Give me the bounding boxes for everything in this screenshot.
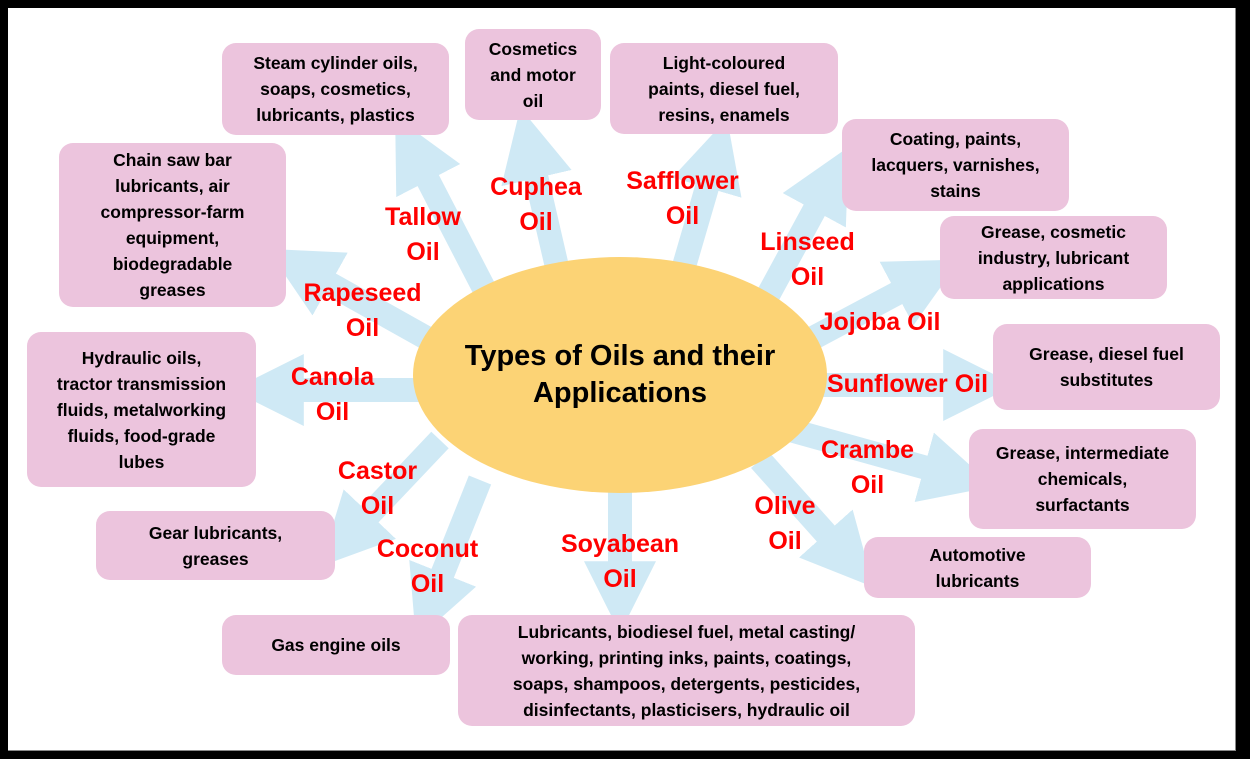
application-box-olive: Automotive lubricants	[864, 537, 1091, 598]
arrow-crambe	[786, 418, 994, 502]
application-box-soyabean: Lubricants, biodiesel fuel, metal castin…	[458, 615, 915, 726]
oil-label-sunflower: Sunflower Oil	[826, 370, 989, 398]
arrow-safflower	[668, 118, 742, 284]
oil-label-rapeseed: Rapeseed Oil	[303, 279, 422, 342]
application-box-rapeseed: Chain saw bar lubricants, air compressor…	[59, 143, 286, 307]
application-box-castor: Gear lubricants, greases	[96, 511, 335, 580]
oil-label-cuphea: Cuphea Oil	[490, 173, 582, 236]
arrow-coconut	[409, 475, 492, 641]
oil-label-olive: Olive Oil	[754, 492, 816, 555]
application-box-canola: Hydraulic oils, tractor transmission flu…	[27, 332, 256, 487]
application-box-safflower: Light-coloured paints, diesel fuel, resi…	[610, 43, 838, 134]
arrow-olive	[751, 451, 874, 588]
arrow-tallow	[395, 116, 501, 306]
oil-label-crambe: Crambe Oil	[820, 436, 915, 499]
oil-label-safflower: Safflower Oil	[626, 167, 739, 230]
application-box-jojoba: Grease, cosmetic industry, lubricant app…	[940, 216, 1167, 299]
oil-label-soyabean: Soyabean Oil	[560, 530, 680, 593]
oil-label-coconut: Coconut Oil	[376, 535, 479, 598]
arrow-cuphea	[501, 107, 572, 283]
oil-label-tallow: Tallow Oil	[385, 203, 461, 266]
application-box-linseed: Coating, paints, lacquers, varnishes, st…	[842, 119, 1069, 211]
arrow-rapeseed	[267, 248, 436, 351]
central-topic: Types of Oils and their Applications	[413, 257, 827, 493]
oil-label-canola: Canola Oil	[290, 363, 375, 426]
application-box-coconut: Gas engine oils	[222, 615, 450, 675]
oil-label-linseed: Linseed Oil	[760, 228, 855, 291]
application-box-crambe: Grease, intermediate chemicals, surfacta…	[969, 429, 1196, 529]
application-box-sunflower: Grease, diesel fuel substitutes	[993, 324, 1220, 410]
arrow-linseed	[749, 147, 849, 316]
arrow-jojoba	[794, 259, 961, 356]
oil-label-castor: Castor Oil	[337, 457, 418, 520]
arrow-castor	[320, 431, 449, 567]
oil-label-jojoba: Jojoba Oil	[819, 308, 941, 336]
application-box-cuphea: Cosmetics and motor oil	[465, 29, 601, 120]
diagram-title: Types of Oils and their Applications	[464, 340, 776, 409]
application-box-tallow: Steam cylinder oils, soaps, cosmetics, l…	[222, 43, 449, 135]
